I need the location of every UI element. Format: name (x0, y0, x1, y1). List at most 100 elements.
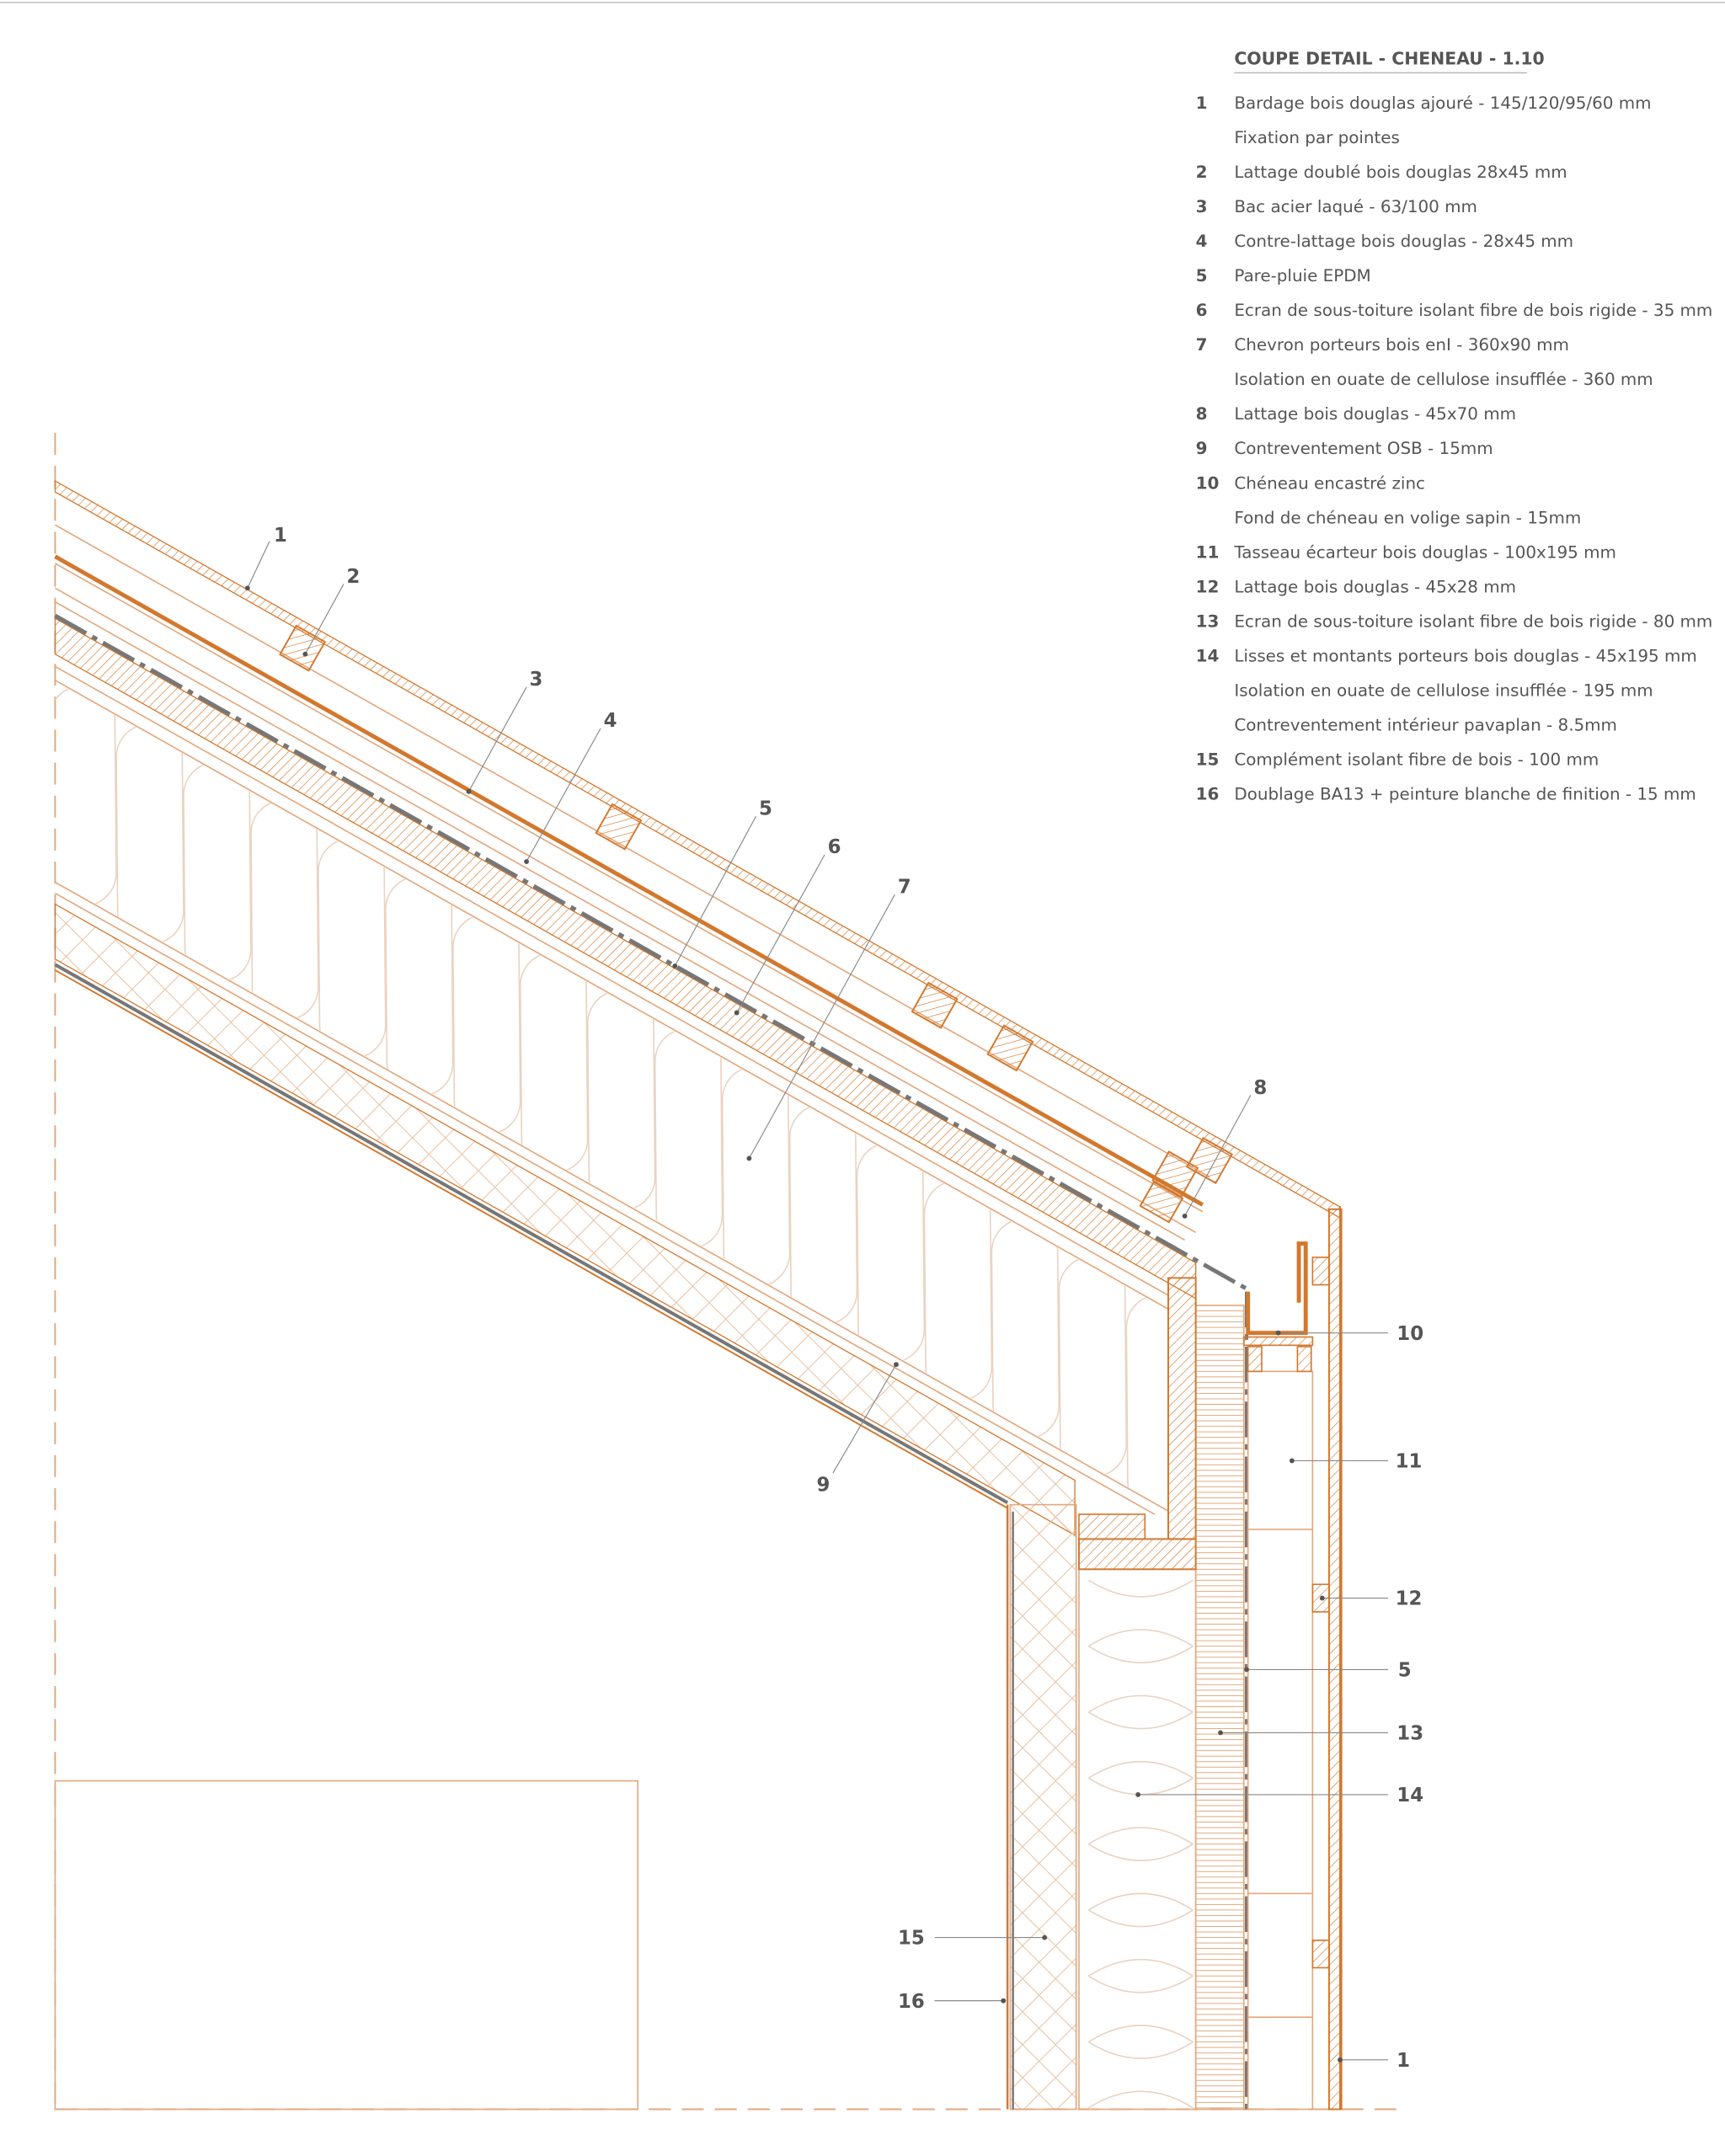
wall-lath-12c (1311, 1257, 1330, 1286)
insulation-loop (788, 1103, 858, 1326)
insulation-loop (991, 1218, 1060, 1439)
callout-11: 11 (1396, 1451, 1423, 1473)
insulation-loop (586, 990, 656, 1211)
legend-item-text: Pare-pluie EPDM (1234, 266, 1370, 286)
callout-dots (244, 585, 1343, 2063)
wall-insulation-loop (1087, 1645, 1194, 1713)
callout-16: 16 (898, 1991, 925, 2013)
legend-item-text: Bardage bois douglas ajouré - 145/120/95… (1234, 93, 1651, 113)
wall-insulation-loop (1087, 1711, 1194, 1779)
roof-fibreboard-6 (54, 617, 1197, 1299)
callout-4: 4 (604, 710, 617, 732)
legend-item-number: 9 (1196, 439, 1208, 458)
legend-item-number: 6 (1196, 301, 1208, 320)
callout-1-wall: 1 (1397, 2050, 1410, 2072)
legend-item-text: Fond de chéneau en volige sapin - 15mm (1234, 508, 1581, 527)
legend-item-text: Lattage bois douglas - 45x70 mm (1234, 404, 1516, 424)
legend-item-text: Isolation en ouate de cellulose insufflé… (1234, 680, 1653, 700)
roof-layer-line (54, 963, 1009, 1505)
roof-layer-line (54, 969, 1008, 1509)
wall-insulation-loop (1087, 1777, 1194, 1845)
legend-item-number: 4 (1196, 232, 1208, 251)
legend-item-number: 10 (1196, 473, 1220, 493)
insulation-loop (721, 1065, 791, 1288)
wall-fibre-insulation-15 (1009, 1503, 1077, 2111)
callout-5-wall: 5 (1398, 1660, 1412, 1682)
wall-wood-fibre-13 (1194, 1305, 1245, 2111)
roof-layer-line (55, 600, 1186, 1241)
legend-item-text: Contre-lattage bois douglas - 28x45 mm (1234, 232, 1573, 251)
legend-item-text: Lattage bois douglas - 45x28 mm (1234, 577, 1516, 596)
legend-item-number: 7 (1196, 335, 1208, 355)
zinc-gutter-10 (1246, 1241, 1308, 1336)
insulation-loop (385, 875, 454, 1097)
legend-item-text: Lattage doublé bois douglas 28x45 mm (1234, 163, 1567, 182)
insulation-loop (115, 723, 184, 945)
legend-item-number: 15 (1196, 750, 1220, 770)
batten (279, 624, 327, 672)
top-border (0, 2, 1725, 3)
legend-item-text: Fixation par pointes (1234, 128, 1400, 147)
roof-insulation-loops (55, 685, 1169, 1510)
batten (911, 981, 959, 1029)
callout-3: 3 (530, 669, 543, 691)
legend-item-number: 11 (1196, 542, 1220, 562)
legend-item-text: Doublage BA13 + peinture blanche de fini… (1234, 785, 1696, 804)
legend-item-number: 8 (1196, 404, 1208, 424)
callout-15: 15 (898, 1928, 925, 1950)
callout-8: 8 (1253, 1077, 1267, 1099)
insulation-loop (183, 761, 252, 983)
insulation-loop (1058, 1256, 1128, 1478)
legend-item-text: Chevron porteurs bois enI - 360x90 mm (1234, 335, 1568, 355)
legend-item-text: Tasseau écarteur bois douglas - 100x195 … (1233, 542, 1616, 562)
roof-layer-line (55, 524, 1210, 1178)
batten (595, 803, 643, 851)
wall-lath-12b (1311, 1940, 1330, 1969)
legend-item-text: Complément isolant fibre de bois - 100 m… (1234, 750, 1599, 770)
callout-10: 10 (1397, 1323, 1423, 1345)
legend-item-text: Contreventement OSB - 15mm (1234, 439, 1493, 458)
callout-5: 5 (759, 798, 772, 820)
legend-item-text: Ecran de sous-toiture isolant fibre de b… (1234, 611, 1712, 631)
wall-top-beam (1078, 1538, 1197, 1571)
callout-9: 9 (817, 1474, 830, 1496)
callouts (247, 541, 1389, 2061)
legend-item-number: 16 (1196, 785, 1220, 804)
batten (986, 1024, 1034, 1072)
wall-cladding-1 (1327, 1208, 1343, 2111)
wall-batten-zone-11 (1247, 1370, 1314, 2111)
legend-item-text: Isolation en ouate de cellulose insufflé… (1234, 370, 1653, 389)
wall-section (1006, 1208, 1343, 2111)
legend-item-text: Ecran de sous-toiture isolant fibre de b… (1234, 301, 1712, 320)
legend-item-number: 2 (1196, 163, 1208, 182)
insulation-loop (519, 952, 589, 1173)
roof-section (54, 479, 1341, 2110)
gutter-base-board (1242, 1336, 1314, 1347)
legend-item-text: Chéneau encastré zinc (1234, 473, 1425, 493)
batten (1139, 1181, 1184, 1224)
wall-insulation-loop (1087, 2041, 1194, 2109)
legend-item-text: Bac acier laqué - 63/100 mm (1234, 197, 1477, 216)
legend-item-number: 1 (1196, 93, 1208, 113)
legend-item-number: 5 (1196, 266, 1208, 286)
callout-6: 6 (828, 836, 841, 858)
roof-cladding-1 (54, 479, 1341, 1219)
insulation-loop (923, 1180, 993, 1401)
roof-layer-line (54, 554, 1204, 1207)
wall-insulation-loop (1087, 1909, 1194, 1977)
legend-item-text: Contreventement intérieur pavaplan - 8.5… (1234, 716, 1617, 735)
roof-layer-line (55, 892, 1156, 1515)
batten (1151, 1150, 1199, 1198)
wall-insulation-loop (1087, 1843, 1194, 1911)
legend-item-number: 14 (1196, 646, 1220, 665)
insulation-loop (318, 837, 387, 1059)
callout-12: 12 (1396, 1588, 1423, 1610)
insulation-loop (55, 685, 117, 907)
insulation-loop (654, 1027, 724, 1250)
insulation-loop (856, 1141, 926, 1364)
interior-window-outline (54, 1780, 639, 2111)
roof-layer-line (55, 679, 1169, 1310)
legend-item-number: 13 (1196, 611, 1220, 631)
